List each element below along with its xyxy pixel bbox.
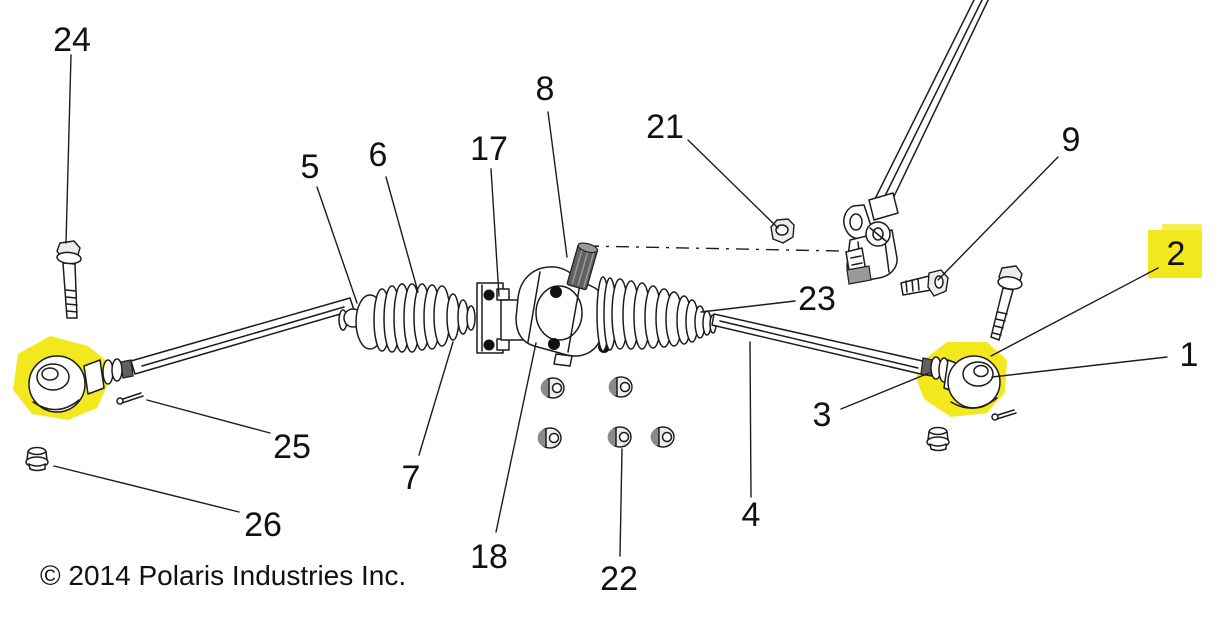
nut-21: [770, 218, 795, 244]
callout-1-label: 1: [1180, 336, 1199, 374]
left-tie-rod-end: [28, 355, 134, 413]
nut: [540, 377, 565, 399]
callout-25-label: 25: [273, 428, 311, 466]
nut: [607, 426, 632, 448]
callout-17-label: 17: [470, 130, 508, 168]
callout-18-label: 18: [470, 538, 508, 576]
nut: [537, 427, 562, 449]
leader-lines: [53, 54, 1168, 557]
centerline-dashed: [585, 245, 841, 252]
input-shaft-spline: [566, 242, 599, 291]
callout-6-label: 6: [369, 136, 388, 174]
right-tie-rod-end: [920, 355, 1001, 409]
cotter-pin-right: [991, 409, 1017, 421]
bolt-24: [56, 240, 82, 319]
callout-24-label: 24: [53, 21, 91, 59]
callout-5-label: 5: [301, 148, 320, 186]
left-tie-rod: [130, 297, 355, 375]
callout-2-label: 2: [1167, 235, 1186, 273]
callout-4-label: 4: [742, 496, 761, 534]
callout-2-highlight: [1148, 224, 1202, 278]
nut-cluster: [537, 376, 675, 449]
flange-nut-right: [926, 426, 950, 452]
right-bellows-boot: [596, 276, 717, 352]
flange-bolt-right: [990, 265, 1023, 341]
copyright-text: © 2014 Polaris Industries Inc.: [40, 560, 406, 591]
callout-9-label: 9: [1062, 121, 1081, 159]
left-bellows-boot: [355, 283, 476, 353]
callout-26-label: 26: [244, 506, 282, 544]
u-joint: [843, 204, 898, 285]
bolt-9: [900, 269, 949, 297]
flange-nut-26: [25, 446, 49, 472]
callout-21-label: 21: [646, 108, 684, 146]
callout-3-label: 3: [813, 396, 832, 434]
callout-23-label: 23: [798, 280, 836, 318]
right-tie-rod: [711, 313, 928, 376]
nut: [608, 376, 633, 398]
callout-7-label: 7: [402, 459, 421, 497]
steering-shaft: [868, 0, 989, 221]
nut: [650, 426, 675, 448]
rack-mount-bracket: [476, 282, 510, 354]
cotter-pin-25: [116, 392, 144, 405]
callout-22-label: 22: [600, 560, 638, 598]
callout-8-label: 8: [536, 70, 555, 108]
